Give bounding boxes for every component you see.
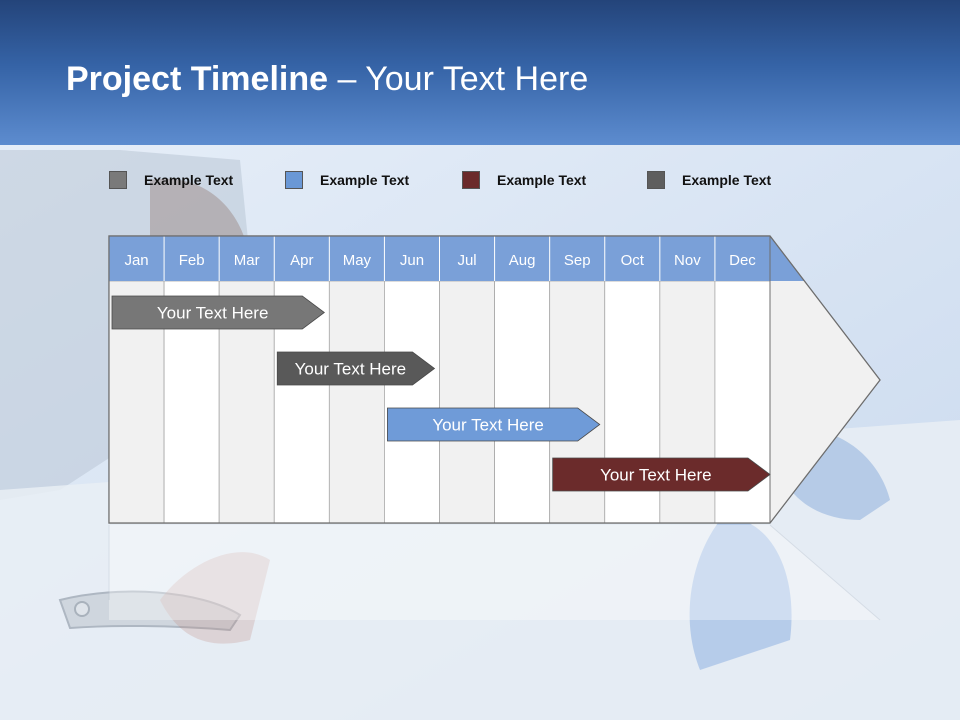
legend-item-4: Example Text: [647, 170, 771, 190]
legend-label-4: Example Text: [682, 172, 772, 188]
task-bar-1: [111, 295, 325, 330]
legend-swatch-4: [647, 171, 665, 189]
title-bold: Project Timeline: [66, 60, 329, 98]
legend-item-2: Example Text: [285, 170, 409, 190]
month-label-may: May: [343, 252, 372, 269]
legend-item-3: Example Text: [462, 170, 586, 190]
task-label-2: Your Text Here: [295, 360, 407, 379]
month-column-aug: [494, 280, 551, 524]
month-label-jun: Jun: [400, 252, 424, 269]
month-label-nov: Nov: [674, 252, 701, 269]
task-bar-4: [552, 457, 771, 492]
task-label-3: Your Text Here: [432, 416, 544, 435]
legend-swatch-1: [109, 171, 127, 189]
month-label-oct: Oct: [621, 252, 645, 269]
title-rest: – Your Text Here: [328, 60, 589, 98]
month-label-mar: Mar: [234, 252, 260, 269]
legend-swatch-2: [285, 171, 303, 189]
header-banner: [0, 0, 960, 145]
page-title: Project Timeline – Your Text Here: [66, 60, 588, 99]
month-label-aug: Aug: [509, 252, 536, 269]
month-label-dec: Dec: [729, 252, 756, 269]
month-column-jun: [384, 280, 440, 524]
month-column-jul: [439, 280, 495, 524]
legend-item-1: Example Text: [109, 170, 233, 190]
month-column-may: [328, 280, 385, 524]
month-header-row: [109, 236, 804, 281]
task-bar-3: [387, 407, 601, 442]
legend-label-3: Example Text: [497, 172, 587, 188]
month-label-jan: Jan: [124, 252, 148, 269]
month-headers: Jan Feb Mar Apr May Jun Jul Aug Sep Oct Nov Dec: [124, 236, 756, 281]
legend-swatch-3: [462, 171, 480, 189]
legend-label-1: Example Text: [144, 172, 234, 188]
task-label-1: Your Text Here: [157, 304, 269, 323]
arrow-head-fill: [770, 281, 880, 523]
legend-label-2: Example Text: [320, 172, 410, 188]
month-label-apr: Apr: [290, 252, 313, 269]
timeline-arrow-outline: [108, 235, 881, 524]
task-bar-2: [276, 351, 436, 386]
month-label-jul: Jul: [457, 252, 476, 269]
chart-reflection: [108, 524, 881, 621]
month-label-feb: Feb: [179, 252, 205, 269]
month-label-sep: Sep: [564, 252, 591, 269]
task-label-4: Your Text Here: [600, 466, 712, 485]
